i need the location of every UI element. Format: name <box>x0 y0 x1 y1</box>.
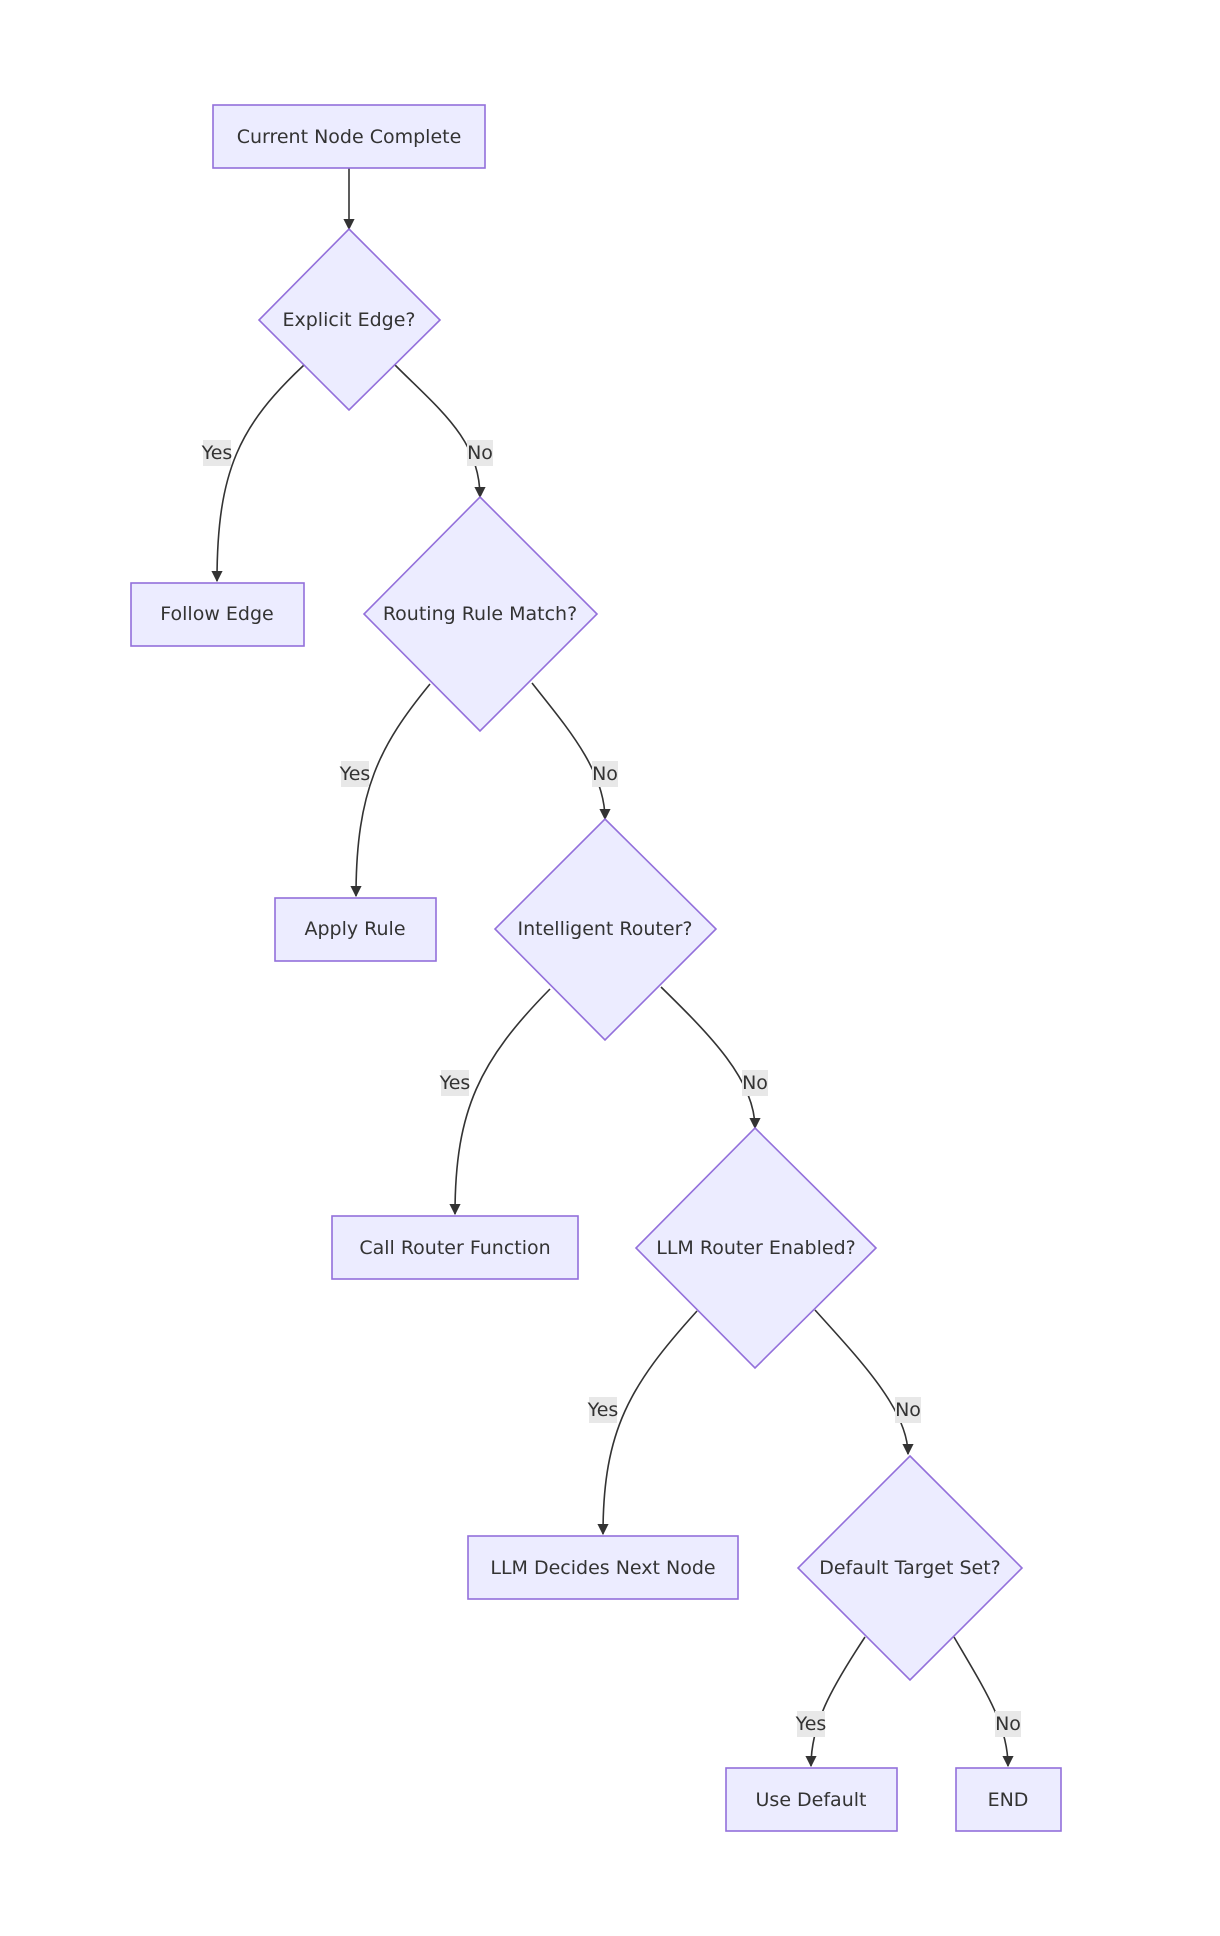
svg-text:Yes: Yes <box>795 1713 827 1735</box>
edge-intelligent-router-to-call-router <box>449 988 551 1216</box>
edge-label-llm-no: No <box>895 1397 921 1423</box>
node-current-node-complete[interactable]: Current Node Complete <box>212 104 486 169</box>
edge-label-llm-yes: Yes <box>587 1397 619 1423</box>
edge-label-intelligent-yes: Yes <box>439 1070 471 1096</box>
svg-text:Yes: Yes <box>339 763 371 785</box>
edge-intelligent-router-to-llm-enabled <box>660 986 761 1130</box>
svg-text:No: No <box>592 763 618 785</box>
decision-intelligent-router[interactable]: Intelligent Router? <box>493 817 718 1042</box>
svg-text:Yes: Yes <box>201 442 233 464</box>
edge-label-default-no: No <box>995 1711 1021 1737</box>
decision-routing-rule-match[interactable]: Routing Rule Match? <box>362 495 599 733</box>
svg-text:Use Default: Use Default <box>756 1789 867 1811</box>
svg-text:LLM Router Enabled?: LLM Router Enabled? <box>656 1237 855 1259</box>
svg-text:Yes: Yes <box>439 1072 471 1094</box>
edge-default-target-to-use-default <box>805 1636 866 1768</box>
edge-explicit-edge-to-routing-rule <box>394 364 486 499</box>
decision-explicit-edge[interactable]: Explicit Edge? <box>257 227 442 412</box>
edge-label-routing-no: No <box>592 761 618 787</box>
svg-text:Explicit Edge?: Explicit Edge? <box>283 309 416 331</box>
svg-text:Default Target Set?: Default Target Set? <box>819 1557 1001 1579</box>
node-call-router-function[interactable]: Call Router Function <box>331 1215 579 1280</box>
edge-routing-rule-to-apply-rule <box>350 683 431 898</box>
edge-llm-enabled-to-default-target <box>814 1309 914 1456</box>
edge-label-routing-yes: Yes <box>339 761 371 787</box>
edge-explicit-edge-to-follow-edge <box>211 364 305 583</box>
svg-text:Call Router Function: Call Router Function <box>359 1237 550 1259</box>
svg-text:No: No <box>895 1399 921 1421</box>
svg-text:Apply Rule: Apply Rule <box>304 918 405 940</box>
decision-llm-router-enabled[interactable]: LLM Router Enabled? <box>634 1126 878 1370</box>
svg-text:Follow Edge: Follow Edge <box>160 603 273 625</box>
edge-label-default-yes: Yes <box>795 1711 827 1737</box>
node-end[interactable]: END <box>955 1767 1062 1832</box>
edge-label-intelligent-no: No <box>742 1070 768 1096</box>
edge-label-explicit-no: No <box>467 440 493 466</box>
edge-llm-enabled-to-llm-decides <box>597 1310 698 1536</box>
edges <box>211 168 1014 1768</box>
svg-text:Yes: Yes <box>587 1399 619 1421</box>
node-use-default[interactable]: Use Default <box>725 1767 898 1832</box>
edge-label-explicit-yes: Yes <box>201 440 233 466</box>
edge-default-target-to-end <box>953 1636 1014 1768</box>
svg-text:Intelligent Router?: Intelligent Router? <box>518 918 693 940</box>
svg-text:END: END <box>988 1789 1029 1811</box>
svg-text:Routing Rule Match?: Routing Rule Match? <box>383 603 577 625</box>
svg-text:No: No <box>742 1072 768 1094</box>
svg-text:No: No <box>995 1713 1021 1735</box>
svg-text:No: No <box>467 442 493 464</box>
nodes: Current Node Complete Explicit Edge? Fol… <box>130 104 1062 1832</box>
edge-labels: Yes No Yes No Yes No Yes No <box>201 440 1021 1737</box>
svg-text:Current Node Complete: Current Node Complete <box>237 126 462 148</box>
node-apply-rule[interactable]: Apply Rule <box>274 897 437 962</box>
edge-routing-rule-to-intelligent-router <box>531 682 611 821</box>
svg-text:LLM Decides Next Node: LLM Decides Next Node <box>490 1557 715 1579</box>
decision-default-target-set[interactable]: Default Target Set? <box>796 1454 1024 1682</box>
node-llm-decides-next-node[interactable]: LLM Decides Next Node <box>467 1535 739 1600</box>
node-follow-edge[interactable]: Follow Edge <box>130 582 305 647</box>
